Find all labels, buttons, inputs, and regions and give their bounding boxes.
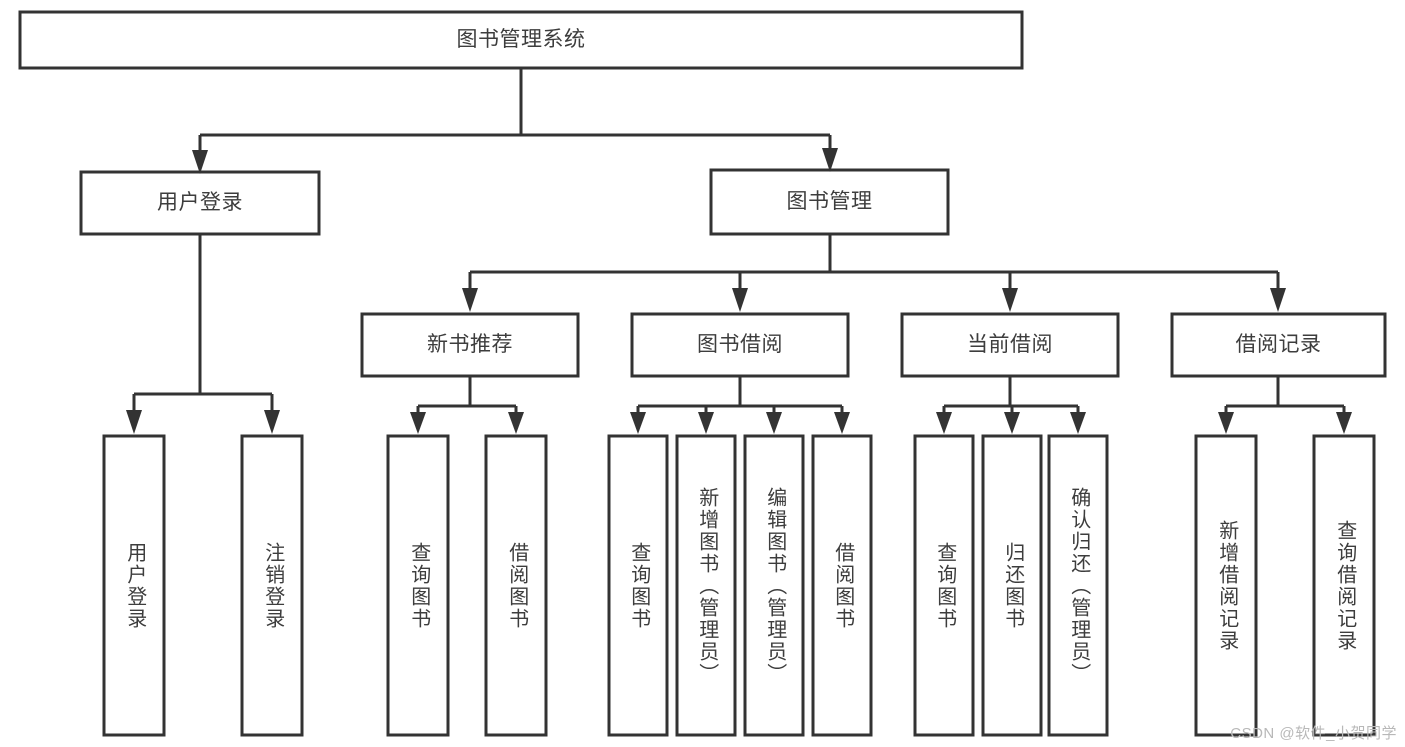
node-box-leaf-query-book-rec[interactable] <box>386 434 450 737</box>
node-box-new-book-recommend[interactable] <box>360 312 580 378</box>
node-box-book-borrow[interactable] <box>630 312 850 378</box>
node-box-leaf-add-book-admin[interactable] <box>675 434 737 737</box>
node-box-user-login[interactable] <box>79 170 321 236</box>
node-box-leaf-query-book-borrow[interactable] <box>607 434 669 737</box>
node-box-leaf-query-borrow-record[interactable] <box>1312 434 1376 737</box>
node-box-leaf-borrow-book[interactable] <box>811 434 873 737</box>
connector-borrow-record-to-leaves <box>1218 376 1352 434</box>
node-box-root[interactable] <box>18 10 1024 70</box>
node-box-leaf-user-login[interactable] <box>102 434 166 737</box>
connector-user-login-to-leaves <box>126 234 280 434</box>
connector-book-borrow-to-leaves <box>630 376 850 434</box>
node-box-leaf-add-borrow-record[interactable] <box>1194 434 1258 737</box>
node-box-leaf-confirm-return-admin[interactable] <box>1047 434 1109 737</box>
watermark-text: CSDN @软件_小贺同学 <box>1230 725 1397 742</box>
node-box-leaf-query-book-current[interactable] <box>913 434 975 737</box>
node-box-borrow-record[interactable] <box>1170 312 1387 378</box>
connector-new-book-recommend-to-leaves <box>410 376 524 434</box>
node-box-leaf-borrow-book-rec[interactable] <box>484 434 548 737</box>
connector-root-to-level1 <box>192 68 838 174</box>
node-box-current-borrow[interactable] <box>900 312 1120 378</box>
node-box-leaf-return-book[interactable] <box>981 434 1043 737</box>
node-box-leaf-user-logout[interactable] <box>240 434 304 737</box>
connector-book-manage-to-level2 <box>462 234 1286 312</box>
node-box-book-manage[interactable] <box>709 168 950 236</box>
node-box-leaf-edit-book-admin[interactable] <box>743 434 805 737</box>
connector-current-borrow-to-leaves <box>936 376 1086 434</box>
